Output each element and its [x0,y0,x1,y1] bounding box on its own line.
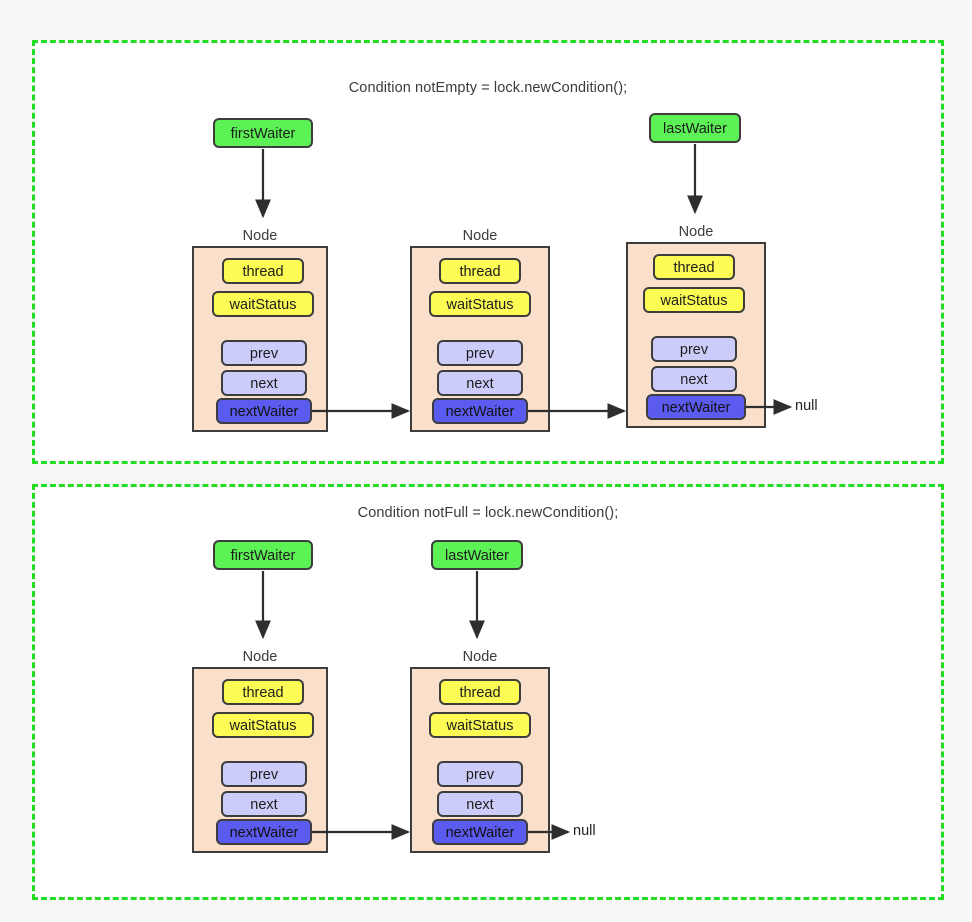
field-waitstatus-notempty-0[interactable]: waitStatus [212,291,314,317]
field-prev-notempty-1[interactable]: prev [437,340,523,366]
node-label-notfull-1: Node [462,649,498,665]
field-next-notfull-1[interactable]: next [437,791,523,817]
field-next-notempty-1[interactable]: next [437,370,523,396]
field-prev-notempty-0[interactable]: prev [221,340,307,366]
field-prev-notempty-2[interactable]: prev [651,336,737,362]
field-waitstatus-notempty-1[interactable]: waitStatus [429,291,531,317]
field-next-notfull-0[interactable]: next [221,791,307,817]
section-notempty-title: Condition notEmpty = lock.newCondition()… [348,80,628,96]
pointer-lastwaiter-notfull[interactable]: lastWaiter [431,540,523,570]
field-thread-notfull-1[interactable]: thread [439,679,521,705]
section-notfull-title: Condition notFull = lock.newCondition(); [357,505,619,521]
field-nextwaiter-notempty-1[interactable]: nextWaiter [432,398,528,424]
field-thread-notempty-1[interactable]: thread [439,258,521,284]
pointer-firstwaiter-notempty[interactable]: firstWaiter [213,118,313,148]
node-label-notempty-2: Node [678,224,714,240]
field-waitstatus-notfull-1[interactable]: waitStatus [429,712,531,738]
field-thread-notempty-2[interactable]: thread [653,254,735,280]
pointer-lastwaiter-notempty[interactable]: lastWaiter [649,113,741,143]
null-terminator-notfull: null [573,823,596,839]
node-label-notempty-0: Node [242,228,278,244]
field-next-notempty-2[interactable]: next [651,366,737,392]
null-terminator-notempty: null [795,398,818,414]
node-label-notfull-0: Node [242,649,278,665]
field-prev-notfull-1[interactable]: prev [437,761,523,787]
field-nextwaiter-notfull-0[interactable]: nextWaiter [216,819,312,845]
pointer-firstwaiter-notfull[interactable]: firstWaiter [213,540,313,570]
field-nextwaiter-notempty-2[interactable]: nextWaiter [646,394,746,420]
field-thread-notfull-0[interactable]: thread [222,679,304,705]
field-nextwaiter-notempty-0[interactable]: nextWaiter [216,398,312,424]
field-waitstatus-notfull-0[interactable]: waitStatus [212,712,314,738]
node-label-notempty-1: Node [462,228,498,244]
field-waitstatus-notempty-2[interactable]: waitStatus [643,287,745,313]
field-next-notempty-0[interactable]: next [221,370,307,396]
field-prev-notfull-0[interactable]: prev [221,761,307,787]
field-thread-notempty-0[interactable]: thread [222,258,304,284]
field-nextwaiter-notfull-1[interactable]: nextWaiter [432,819,528,845]
